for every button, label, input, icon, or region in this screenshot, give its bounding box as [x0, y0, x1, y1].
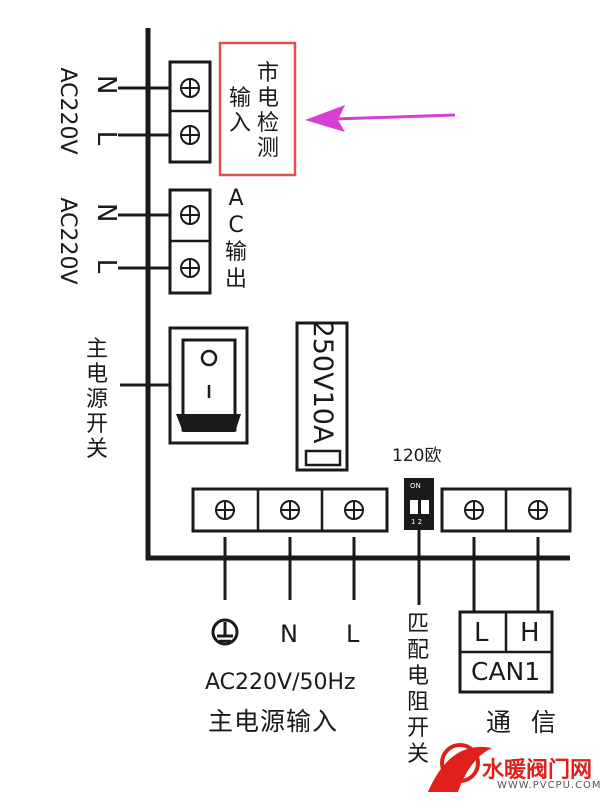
- terminal-block-power-input: [191, 487, 389, 533]
- can-name-label: CAN1: [471, 657, 541, 686]
- ac-output-label: AC输出: [224, 186, 247, 292]
- ground-icon: [211, 618, 239, 646]
- fuse-icon: [295, 321, 349, 472]
- screw-icon: [280, 500, 300, 520]
- terminal-block-can: [440, 487, 572, 533]
- power-input-label: 主电源输入: [208, 707, 339, 736]
- power-input-spec: AC220V/50Hz: [205, 670, 356, 695]
- board-outline: [145, 28, 570, 561]
- fuse-rating: 250V10A: [307, 320, 338, 444]
- terminal-block-ac-input: [168, 60, 212, 164]
- power-input-n-label: N: [280, 620, 298, 648]
- can-comm-label: 通 信: [486, 708, 562, 737]
- ac-output-voltage: AC220V: [55, 197, 80, 285]
- screw-icon: [344, 500, 364, 520]
- termination-switch-label: 匹配电阻开关: [406, 612, 429, 767]
- dip-switch-icon: [404, 478, 434, 530]
- rocker-switch-icon: [168, 326, 249, 445]
- screw-icon: [180, 205, 200, 225]
- ac-output-nl-label: N L: [91, 203, 121, 288]
- main-switch-label: 主电源开关: [85, 337, 108, 462]
- can-h-label: H: [520, 618, 540, 648]
- can-label-box: [458, 610, 554, 694]
- screw-icon: [215, 500, 235, 520]
- watermark-logo: [428, 743, 492, 792]
- screw-icon: [180, 125, 200, 145]
- can-l-label: L: [474, 618, 489, 648]
- screw-icon: [180, 78, 200, 98]
- screw-icon: [464, 500, 484, 520]
- screw-icon: [528, 500, 548, 520]
- watermark-site: 水暖阀门网: [482, 758, 593, 783]
- screw-icon: [180, 258, 200, 278]
- mains-detect-highlight-box: [218, 41, 297, 177]
- mains-detect-label: 市电检测: [256, 61, 279, 161]
- ac-input-voltage: AC220V: [55, 67, 80, 155]
- power-input-l-label: L: [346, 620, 360, 648]
- mains-detect-input-label: 输入: [228, 86, 251, 136]
- terminal-block-ac-output: [168, 188, 212, 295]
- dip-on-label: ON: [410, 482, 421, 490]
- pointer-arrow-icon: [305, 105, 456, 132]
- dip-pins-label: 1 2: [411, 518, 423, 526]
- watermark-url: WWW.PVCPU.COM: [497, 780, 600, 791]
- termination-resistor-label: 120欧: [392, 446, 442, 466]
- ac-input-nl-label: N L: [91, 75, 121, 160]
